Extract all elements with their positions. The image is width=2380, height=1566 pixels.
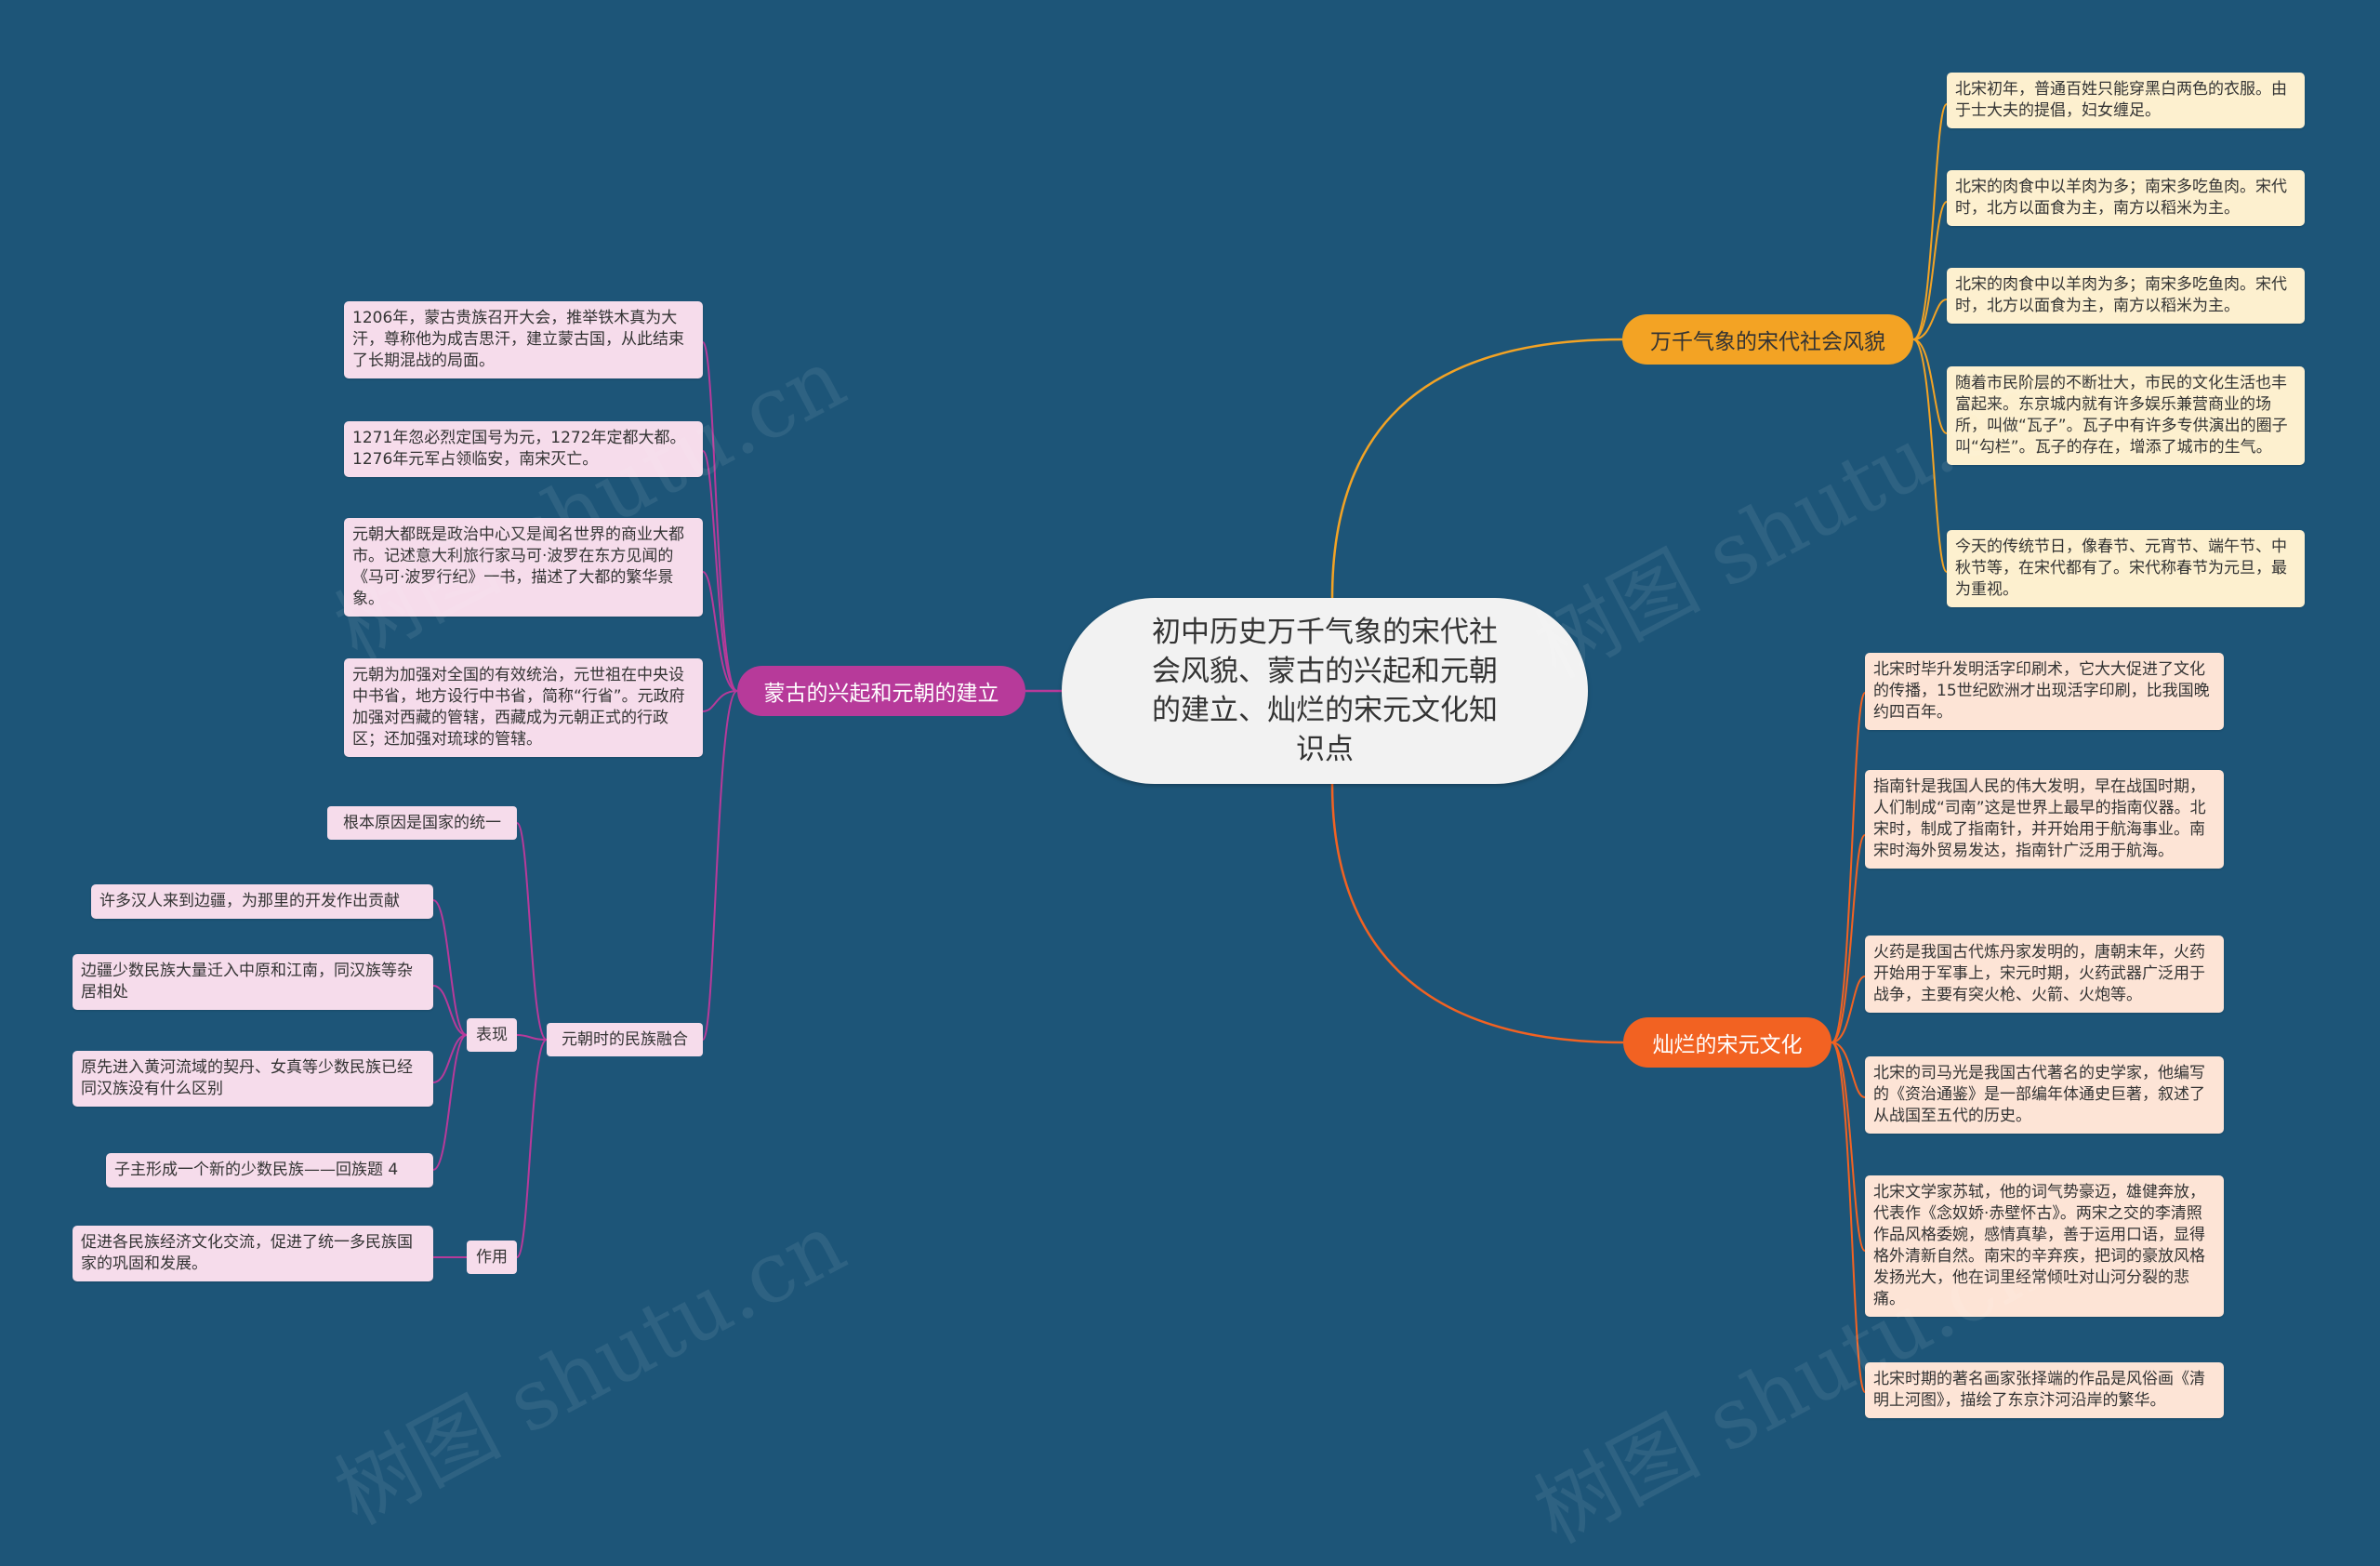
leaf-culture-5[interactable]: 北宋文学家苏轼，他的词气势豪迈，雄健奔放，代表作《念奴娇·赤壁怀古》。两宋之交的… — [1865, 1175, 2224, 1317]
leaf-effect-1[interactable]: 促进各民族经济文化交流，促进了统一多民族国家的巩固和发展。 — [73, 1226, 433, 1281]
root-title: 初中历史万千气象的宋代社会风貌、蒙古的兴起和元朝的建立、灿烂的宋元文化知识点 — [1152, 616, 1498, 766]
branch-label: 蒙古的兴起和元朝的建立 — [763, 682, 999, 706]
leaf-culture-6[interactable]: 北宋时期的著名画家张择端的作品是风俗画《清明上河图》，描绘了东京汴河沿岸的繁华。 — [1865, 1362, 2224, 1418]
node-manifest[interactable]: 表现 — [467, 1018, 517, 1052]
branch-mongol[interactable]: 蒙古的兴起和元朝的建立 — [737, 666, 1025, 716]
node-label: 根本原因是国家的统一 — [343, 813, 501, 832]
root-topic[interactable]: 初中历史万千气象的宋代社会风貌、蒙古的兴起和元朝的建立、灿烂的宋元文化知识点 — [1062, 598, 1588, 784]
leaf-mongol-1[interactable]: 1206年，蒙古贵族召开大会，推举铁木真为大汗，尊称他为成吉思汗，建立蒙古国，从… — [344, 301, 703, 378]
leaf-mongol-3[interactable]: 元朝大都既是政治中心又是闻名世界的商业大都市。记述意大利旅行家马可·波罗在东方见… — [344, 518, 703, 617]
branch-culture[interactable]: 灿烂的宋元文化 — [1623, 1017, 1831, 1068]
node-ethnic-fusion[interactable]: 元朝时的民族融合 — [547, 1023, 703, 1056]
leaf-song-1[interactable]: 北宋初年，普通百姓只能穿黑白两色的衣服。由于士大夫的提倡，妇女缠足。 — [1947, 73, 2305, 128]
leaf-mongol-4[interactable]: 元朝为加强对全国的有效统治，元世祖在中央设中书省，地方设行中书省，简称“行省”。… — [344, 658, 703, 757]
leaf-song-5[interactable]: 今天的传统节日，像春节、元宵节、端午节、中秋节等，在宋代都有了。宋代称春节为元旦… — [1947, 530, 2305, 607]
leaf-manifest-1[interactable]: 许多汉人来到边疆，为那里的开发作出贡献 — [91, 884, 433, 919]
leaf-culture-3[interactable]: 火药是我国古代炼丹家发明的，唐朝末年，火药开始用于军事上，宋元时期，火药武器广泛… — [1865, 936, 2224, 1013]
node-effect[interactable]: 作用 — [467, 1241, 517, 1274]
leaf-manifest-2[interactable]: 边疆少数民族大量迁入中原和江南，同汉族等杂居相处 — [73, 954, 433, 1010]
leaf-culture-2[interactable]: 指南针是我国人民的伟大发明，早在战国时期，人们制成“司南”这是世界上最早的指南仪… — [1865, 770, 2224, 869]
branch-label: 万千气象的宋代社会风貌 — [1650, 330, 1885, 354]
leaf-song-3[interactable]: 北宋的肉食中以羊肉为多；南宋多吃鱼肉。宋代时，北方以面食为主，南方以稻米为主。 — [1947, 268, 2305, 324]
leaf-manifest-4[interactable]: 子主形成一个新的少数民族——回族题 4 — [106, 1153, 433, 1188]
leaf-culture-4[interactable]: 北宋的司马光是我国古代著名的史学家，他编写的《资治通鉴》是一部编年体通史巨著，叙… — [1865, 1056, 2224, 1134]
leaf-manifest-3[interactable]: 原先进入黄河流域的契丹、女真等少数民族已经同汉族没有什么区别 — [73, 1051, 433, 1107]
branch-label: 灿烂的宋元文化 — [1652, 1033, 1803, 1057]
node-label: 作用 — [476, 1247, 508, 1267]
branch-song-society[interactable]: 万千气象的宋代社会风貌 — [1622, 314, 1913, 365]
node-root-cause[interactable]: 根本原因是国家的统一 — [327, 806, 517, 840]
leaf-mongol-2[interactable]: 1271年忽必烈定国号为元，1272年定都大都。1276年元军占领临安，南宋灭亡… — [344, 421, 703, 477]
leaf-song-2[interactable]: 北宋的肉食中以羊肉为多；南宋多吃鱼肉。宋代时，北方以面食为主，南方以稻米为主。 — [1947, 170, 2305, 226]
connector-lines — [432, 103, 1948, 1393]
leaf-culture-1[interactable]: 北宋时毕升发明活字印刷术，它大大促进了文化的传播，15世纪欧洲才出现活字印刷，比… — [1865, 653, 2224, 730]
node-label: 元朝时的民族融合 — [562, 1029, 688, 1049]
node-label: 表现 — [476, 1025, 508, 1044]
leaf-song-4[interactable]: 随着市民阶层的不断壮大，市民的文化生活也丰富起来。东京城内就有许多娱乐兼营商业的… — [1947, 366, 2305, 465]
